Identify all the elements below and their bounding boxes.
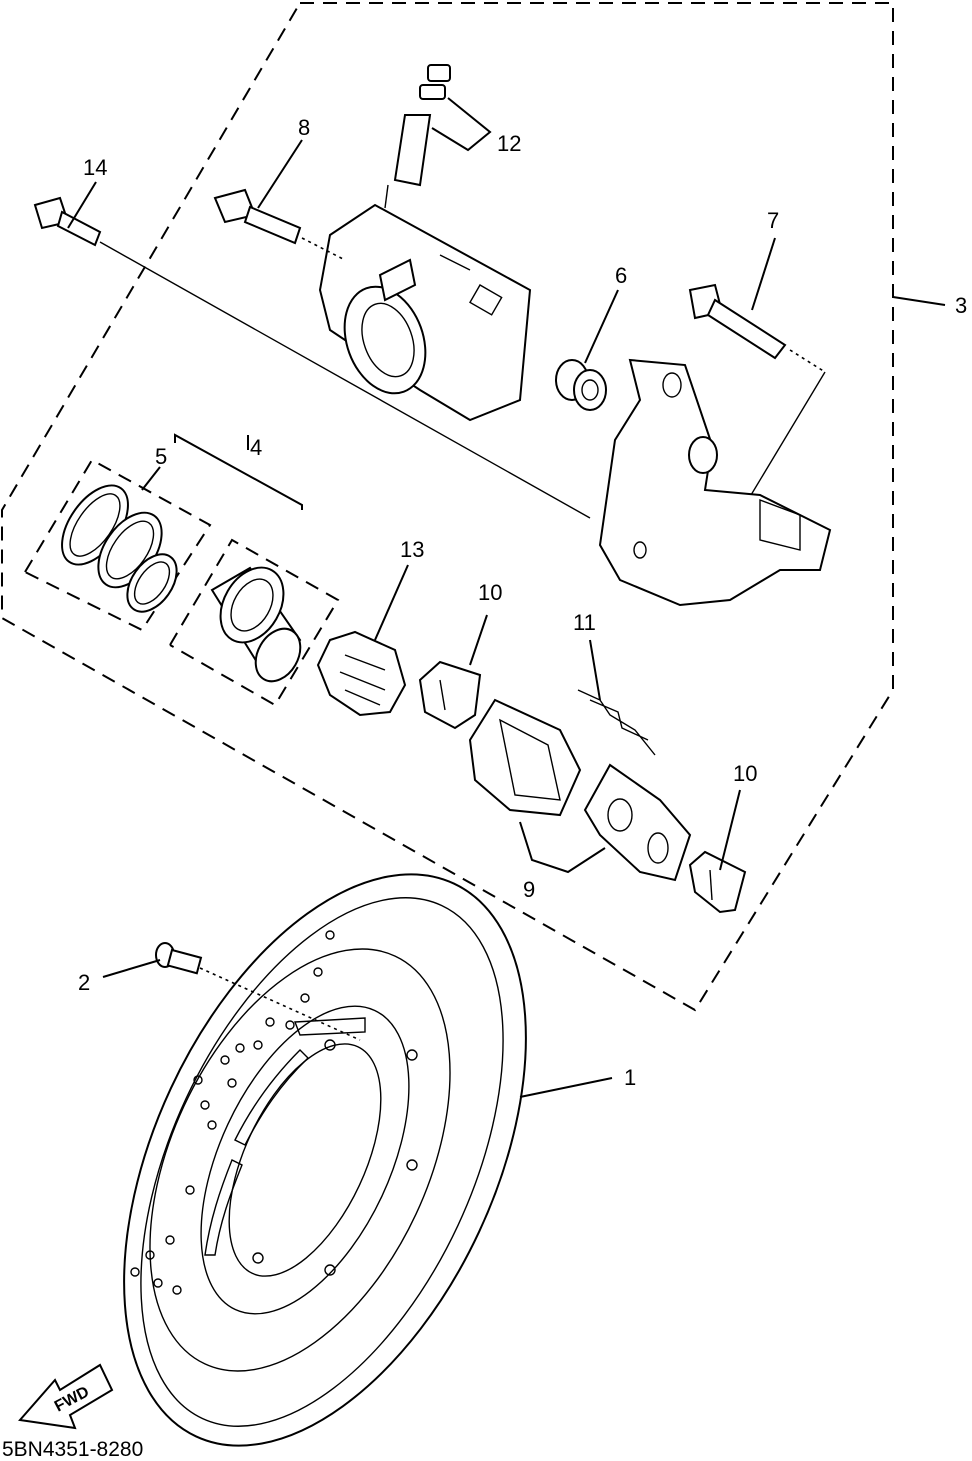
bleed-screw [384,64,451,209]
callout-14: 14 [83,155,107,180]
callout-2: 2 [78,970,90,995]
pin-bolt [213,188,346,261]
caliper-bracket [598,358,832,607]
mounting-bolt [33,196,591,519]
callout-12: 12 [497,131,521,156]
disc-slots [204,1017,366,1256]
callout-10-upper: 10 [478,580,502,605]
leader-lines [67,97,946,1098]
caliper-piston [210,566,302,683]
caliper-body [318,203,532,422]
piston-seal-kit [61,484,178,613]
pad-clip-upper [418,660,482,730]
bracket-bolt [688,283,826,506]
callout-numbers: 1 2 3 4 5 6 7 8 9 10 10 11 12 13 14 [78,115,967,1090]
pad-shim [316,630,407,717]
brake-pad-inner [468,698,582,817]
caliper-bushing [555,359,607,411]
callout-6: 6 [615,263,627,288]
fwd-arrow-icon: FWD [18,1363,114,1430]
callout-9: 9 [523,877,535,902]
diagram-code: 5BN4351-8280 [2,1438,143,1461]
brake-pad-outer [583,763,692,882]
brake-disc [123,873,527,1447]
disc-bolt [155,942,361,1041]
pad-clip-lower [688,850,747,914]
pad-spring [577,689,656,756]
callout-4: 4 [250,435,262,460]
callout-7: 7 [767,208,779,233]
callout-3: 3 [955,293,967,318]
callout-8: 8 [298,115,310,140]
callout-1: 1 [624,1065,636,1090]
callout-11: 11 [573,610,596,635]
caliper-assembly-boundary [1,2,894,1012]
callout-10-lower: 10 [733,761,757,786]
callout-5: 5 [155,444,167,469]
callout-13: 13 [400,537,424,562]
disc-holes [130,930,418,1295]
